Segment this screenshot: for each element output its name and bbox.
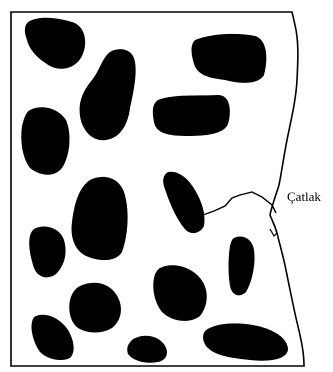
aggregate-stone — [25, 18, 85, 69]
aggregate-stone — [21, 107, 69, 175]
aggregate-stone — [72, 177, 128, 260]
aggregate-stone — [192, 34, 267, 83]
aggregate-stone — [229, 237, 255, 296]
aggregate-stone — [127, 336, 167, 363]
aggregate-stone — [203, 323, 288, 360]
crack-label: Çatlak — [287, 189, 321, 205]
aggregate-stone — [31, 315, 73, 360]
aggregate-stone — [80, 49, 136, 140]
crack-line — [203, 192, 276, 215]
aggregate-stone — [163, 172, 204, 233]
aggregate-stone — [29, 227, 65, 278]
aggregate-stone — [69, 283, 121, 333]
aggregate-stone — [153, 265, 206, 321]
aggregate-stone — [153, 95, 230, 136]
